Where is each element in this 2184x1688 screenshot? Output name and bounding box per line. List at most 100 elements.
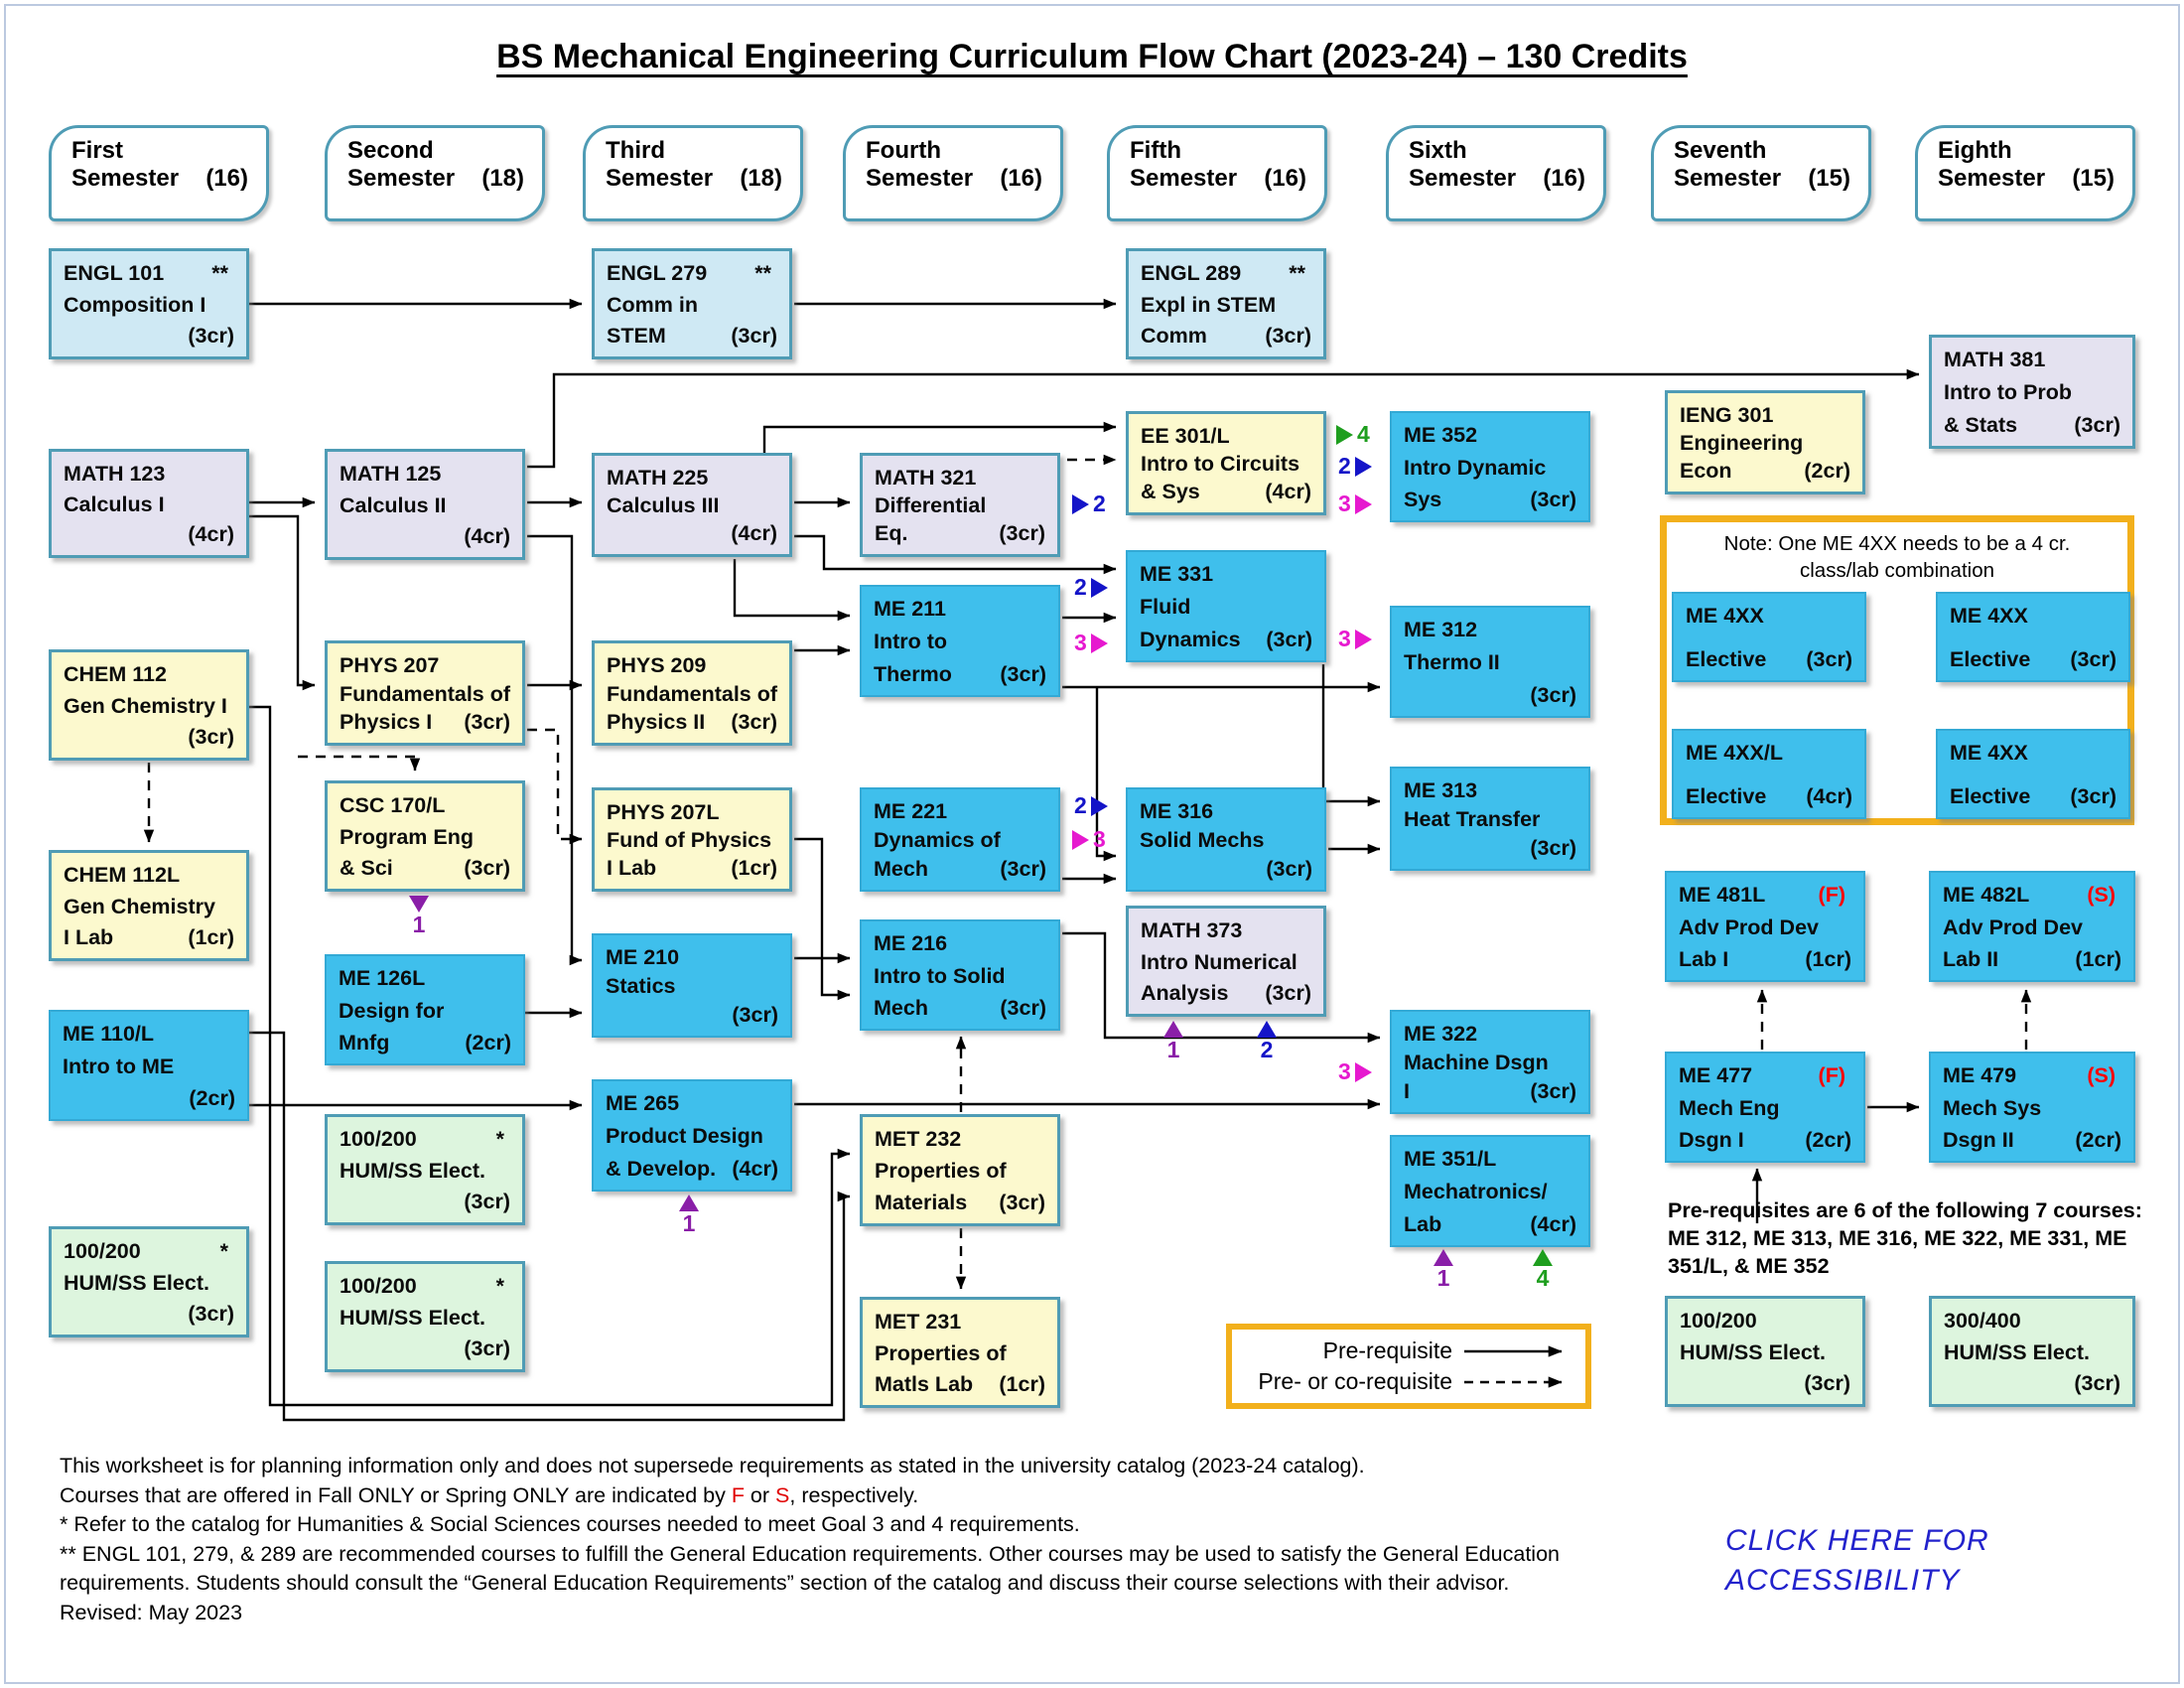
course-code: ME 331 <box>1140 562 1214 586</box>
course-name-line: HUM/SS Elect. <box>1680 1339 1852 1366</box>
course-credits: (1cr) <box>2075 947 2121 971</box>
semester-word: Semester <box>347 165 456 192</box>
semester-name: Fifth <box>1130 137 1181 164</box>
course-l2: Dynamics <box>1140 628 1241 651</box>
course-code: CHEM 112 <box>64 662 167 686</box>
course-l2: Mnfg <box>339 1031 390 1055</box>
footnote-4: ** ENGL 101, 279, & 289 are recommended … <box>60 1541 1560 1596</box>
coreq-number: 1 <box>412 912 426 937</box>
course-credit-row: Lab II (1cr) <box>1943 946 2123 973</box>
course-l2: Mech <box>874 857 928 881</box>
legend-co-requisite: Pre- or co-requisite <box>1246 1368 1571 1395</box>
dashed-arrow-icon <box>1464 1375 1563 1388</box>
course-hum-1: 100/200*HUM/SS Elect.(3cr) <box>49 1226 249 1337</box>
semester-word: Semester <box>1130 165 1238 192</box>
course-credits: (3cr) <box>731 710 777 734</box>
capstone-prereq-note: Pre-requisites are 6 of the following 7 … <box>1668 1198 2142 1278</box>
course-credit-row: (3cr) <box>64 1301 236 1328</box>
course-code-row: ME 4XX <box>1950 603 2118 630</box>
course-code-row: ME 4XX <box>1950 740 2118 767</box>
up-triangle-icon <box>1533 1249 1553 1266</box>
course-l2: Eq. <box>875 521 908 545</box>
course-l2: Analysis <box>1141 981 1229 1005</box>
course-code: MATH 123 <box>64 462 166 486</box>
course-engl-101: ENGL 101**Composition I(3cr) <box>49 248 249 359</box>
course-code: ME 477 <box>1679 1063 1753 1087</box>
accessibility-link[interactable]: CLICK HERE FOR ACCESSIBILITY <box>1725 1524 1989 1597</box>
course-name-line: Intro to <box>874 629 1048 655</box>
course-name-line: Gen Chemistry I <box>64 693 236 720</box>
course-code: MET 232 <box>875 1127 962 1151</box>
coreq-number: 1 <box>1166 1037 1180 1062</box>
course-code-row: ME 322 <box>1404 1021 1578 1048</box>
down-triangle-icon <box>409 896 429 913</box>
course-name-line: Statics <box>606 973 780 1000</box>
course-name-line: Thermo II <box>1404 649 1578 676</box>
course-credit-row: Matls Lab(1cr) <box>875 1371 1047 1398</box>
coreq-number: 3 <box>1338 491 1351 516</box>
course-code: PHYS 207L <box>607 800 720 824</box>
course-l1: Comm in <box>607 292 698 317</box>
course-l1: Gen Chemistry <box>64 894 215 918</box>
course-name-line: Properties of <box>875 1158 1047 1185</box>
course-credit-row: (4cr) <box>607 520 779 547</box>
course-tag: * <box>219 1239 228 1263</box>
course-l2: Lab II <box>1943 947 1999 971</box>
course-code: ME 221 <box>874 799 948 823</box>
course-code: ME 482L <box>1943 883 2030 907</box>
course-credits: (3cr) <box>2074 1371 2120 1395</box>
course-code: ME 4XX <box>1950 741 2028 765</box>
course-credits: (3cr) <box>2070 647 2116 671</box>
coreq-marker-blue-2-9: 2 <box>1074 792 1108 819</box>
course-name-line: Program Eng <box>340 824 512 851</box>
semester-credits: (15) <box>2072 165 2115 192</box>
course-l1: Engineering <box>1680 431 1804 455</box>
course-credits: (3cr) <box>464 856 510 880</box>
semester-word: Semester <box>71 165 180 192</box>
course-code: CHEM 112L <box>64 863 181 887</box>
course-hum-2: 100/200*HUM/SS Elect.(3cr) <box>325 1114 525 1225</box>
course-code-row: ME 216 <box>874 930 1048 957</box>
course-credits: (2cr) <box>1804 459 1850 483</box>
course-l2: Mech <box>874 996 928 1020</box>
course-credits: (3cr) <box>1266 857 1312 881</box>
course-credits: (3cr) <box>2074 413 2120 437</box>
course-code-row: CHEM 112L <box>64 862 236 889</box>
course-l1: Solid Mechs <box>1140 828 1265 852</box>
course-name-line: Fluid <box>1140 594 1314 621</box>
course-credits: (3cr) <box>1000 857 1046 881</box>
course-name-line: Gen Chemistry <box>64 894 236 920</box>
coreq-number: 2 <box>1338 453 1351 479</box>
course-code-row: PHYS 209 <box>607 652 779 679</box>
course-l1: Intro Numerical <box>1141 949 1297 974</box>
course-code-row: ME 313 <box>1404 777 1578 804</box>
course-code: ME 312 <box>1404 618 1478 641</box>
course-code-row: MATH 373 <box>1141 917 1313 944</box>
course-credits: (1cr) <box>188 925 234 949</box>
course-l1: Calculus III <box>607 493 720 517</box>
course-name-line: Intro to Circuits <box>1141 451 1313 478</box>
course-l1: Fluid <box>1140 595 1191 619</box>
right-triangle-icon <box>1090 577 1108 598</box>
course-credits: (2cr) <box>465 1031 511 1055</box>
course-name-line: Fund of Physics <box>607 827 779 854</box>
coreq-number: 4 <box>1536 1265 1550 1291</box>
course-credits: (3cr) <box>1000 662 1046 686</box>
course-name-line: Fundamentals of <box>340 681 512 708</box>
course-credits: (2cr) <box>1805 1128 1851 1152</box>
